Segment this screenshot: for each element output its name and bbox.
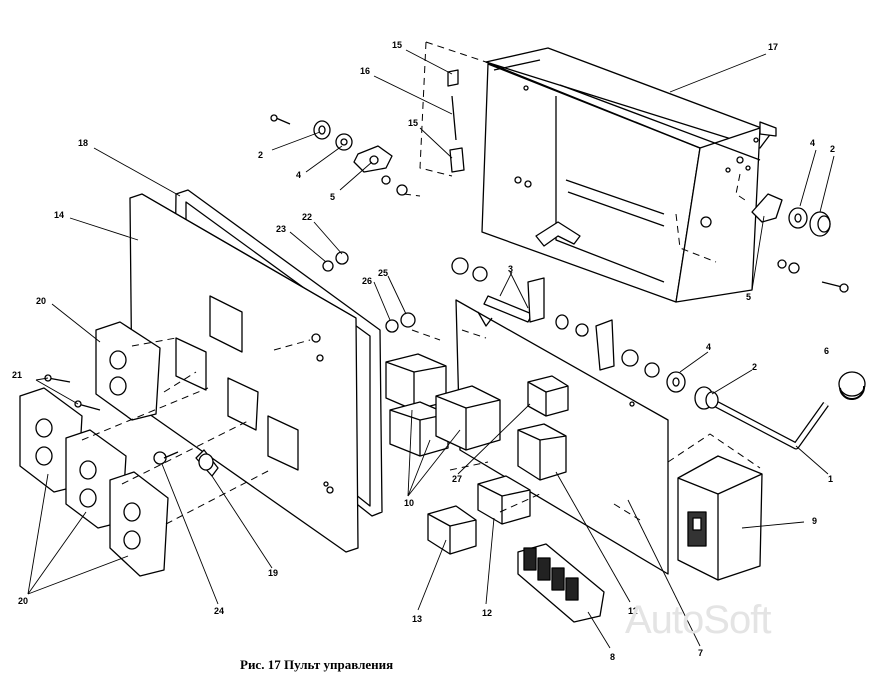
label-18: 18 [78,138,88,148]
tube-fitting [716,404,826,446]
button-pads [20,322,168,576]
label-23: 23 [276,224,286,234]
label-4: 4 [706,342,711,352]
label-13: 13 [412,614,422,624]
label-20: 20 [36,296,46,306]
label-27: 27 [452,474,462,484]
figure-caption: Рис. 17 Пульт управления [240,657,394,672]
part-labels: 1 2 2 2 3 4 4 4 5 5 6 7 8 9 10 11 12 13 … [12,40,835,662]
label-2: 2 [752,362,757,372]
label-2: 2 [258,150,263,160]
label-4: 4 [810,138,815,148]
label-5: 5 [330,192,335,202]
label-6: 6 [824,346,829,356]
assembly-dashed-lines [81,41,761,525]
label-7: 7 [698,648,703,658]
label-14: 14 [54,210,64,220]
knob [839,372,865,399]
switch-module [678,456,762,580]
hardware [45,70,848,476]
label-10: 10 [404,498,414,508]
housing-box [482,48,776,302]
relays [386,354,568,554]
label-16: 16 [360,66,370,76]
label-21: 21 [12,370,22,380]
label-19: 19 [268,568,278,578]
label-26: 26 [362,276,372,286]
watermark: AutoSoft [625,598,771,642]
label-5: 5 [746,292,751,302]
leader-lines [28,50,834,648]
label-20: 20 [18,596,28,606]
label-4: 4 [296,170,301,180]
label-12: 12 [482,608,492,618]
label-3: 3 [508,264,513,274]
label-15: 15 [392,40,402,50]
label-25: 25 [378,268,388,278]
label-9: 9 [812,516,817,526]
label-2: 2 [830,144,835,154]
label-8: 8 [610,652,615,662]
label-17: 17 [768,42,778,52]
terminal-block [518,544,604,622]
label-22: 22 [302,212,312,222]
label-15: 15 [408,118,418,128]
label-24: 24 [214,606,224,616]
label-1: 1 [828,474,833,484]
label-11: 11 [628,606,638,616]
